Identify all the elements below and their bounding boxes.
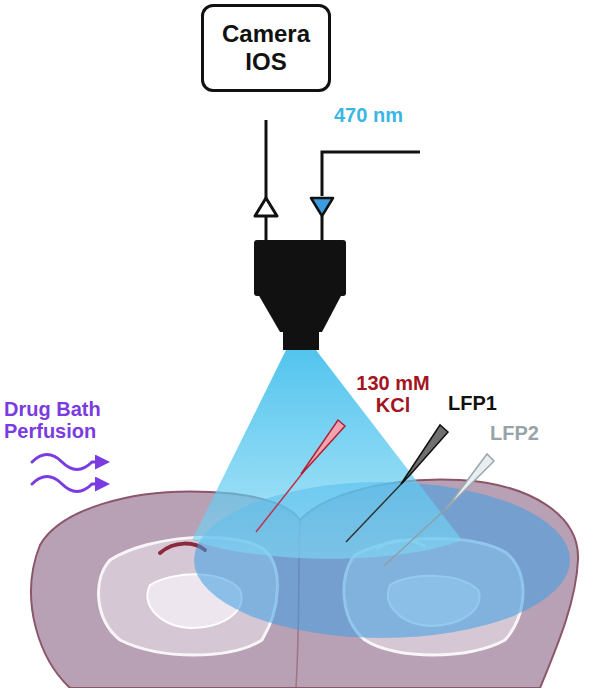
objective-lens	[254, 240, 346, 350]
perfusion-arrows	[32, 455, 104, 492]
electrode-label: LFP2	[490, 422, 560, 444]
excitation-path	[311, 152, 420, 240]
kcl-pipette	[256, 420, 345, 532]
lfp2-pipette	[384, 454, 494, 566]
pipette-label: 130 mM KCl	[350, 372, 436, 417]
light-cone	[192, 350, 462, 559]
camera-box: Camera IOS	[201, 4, 331, 92]
node-text: Camera IOS	[214, 20, 318, 75]
electrode-label: LFP1	[448, 392, 518, 414]
lfp1-pipette	[346, 425, 448, 542]
camera-path	[255, 120, 277, 240]
wavelength-label: 470 nm	[334, 104, 424, 126]
perfusion-label: Drug Bath Perfusion	[4, 398, 116, 443]
